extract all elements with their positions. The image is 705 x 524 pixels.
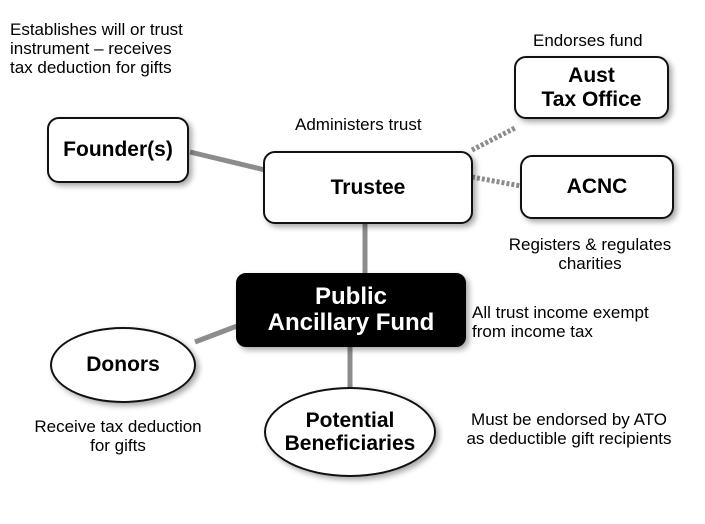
beneficiaries-label: Potential Beneficiaries (284, 408, 416, 455)
acnc-annotation: Registers & regulates charities (508, 235, 672, 273)
acnc-label: ACNC (566, 175, 628, 199)
trustee-node: Trustee (263, 151, 473, 224)
donors-label: Donors (86, 353, 160, 377)
ato-node: Aust Tax Office (514, 56, 669, 119)
ato-label: Aust Tax Office (541, 64, 642, 111)
founder-label: Founder(s) (63, 138, 173, 162)
donors-annotation: Receive tax deduction for gifts (34, 417, 202, 455)
acnc-node: ACNC (520, 155, 674, 219)
fund-node: Public Ancillary Fund (236, 273, 466, 347)
founder-node: Founder(s) (47, 117, 189, 183)
link-trustee-ato (470, 125, 517, 153)
donors-node: Donors (50, 327, 196, 403)
beneficiaries-node: Potential Beneficiaries (264, 387, 436, 477)
fund-label: Public Ancillary Fund (267, 282, 435, 336)
link-founder-trustee (189, 149, 266, 173)
trustee-annotation: Administers trust (295, 115, 422, 134)
link-trustee-acnc (471, 174, 522, 189)
trustee-label: Trustee (330, 175, 406, 199)
beneficiaries-annotation: Must be endorsed by ATO as deductible gi… (466, 410, 672, 448)
fund-annotation: All trust income exempt from income tax (472, 303, 649, 341)
ato-annotation: Endorses fund (533, 31, 643, 50)
link-fund-donors (194, 323, 238, 345)
founder-annotation: Establishes will or trust instrument – r… (10, 20, 183, 77)
